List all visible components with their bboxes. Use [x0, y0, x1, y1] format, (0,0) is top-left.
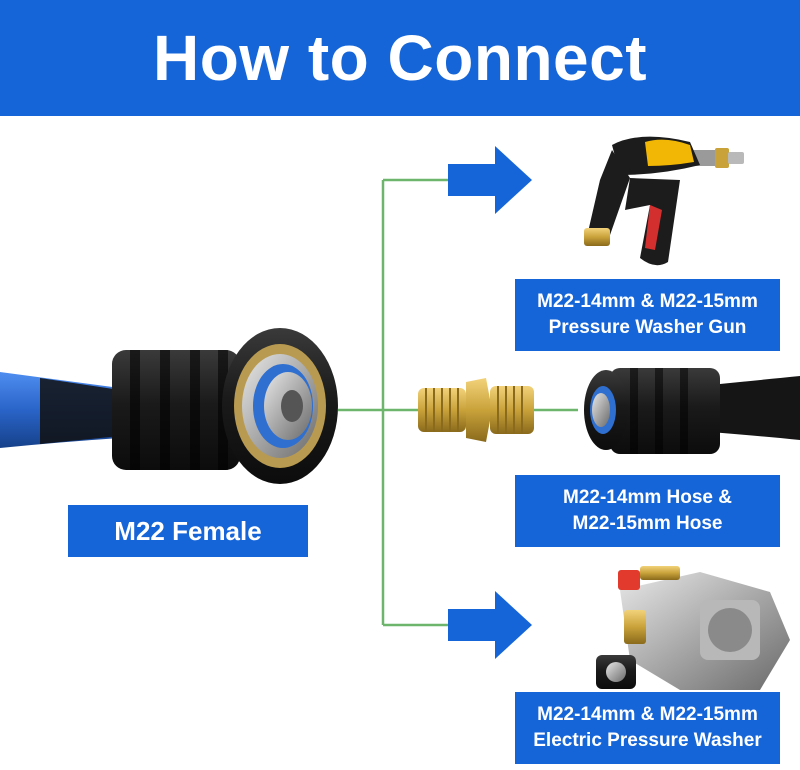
connector-lines	[338, 178, 578, 627]
spray-gun-icon	[584, 136, 744, 266]
washer-label-line2: Electric Pressure Washer	[533, 730, 762, 751]
hose-label: M22-14mm Hose & M22-15mm Hose	[515, 475, 780, 547]
header-banner: How to Connect	[0, 0, 800, 116]
washer-label-line1: M22-14mm & M22-15mm	[537, 704, 758, 725]
hose-label-line2: M22-15mm Hose	[572, 513, 723, 534]
m22-female-text: M22 Female	[114, 515, 262, 546]
pump-icon	[596, 566, 790, 690]
gun-label-line1: M22-14mm & M22-15mm	[537, 291, 758, 312]
hose-end-icon	[584, 368, 800, 454]
arrow-right-icon	[448, 146, 532, 214]
hose-label-line1: M22-14mm Hose &	[563, 487, 732, 508]
page-title: How to Connect	[152, 22, 648, 94]
electric-pressure-washer-label: M22-14mm & M22-15mm Electric Pressure Wa…	[515, 692, 780, 764]
m22-female-label: M22 Female	[68, 505, 308, 557]
gun-label-line2: Pressure Washer Gun	[548, 317, 747, 338]
m22-female-fitting-icon	[0, 328, 338, 484]
arrow-right-icon	[448, 591, 532, 659]
brass-adapter-icon	[418, 378, 534, 442]
pressure-washer-gun-label: M22-14mm & M22-15mm Pressure Washer Gun	[515, 279, 780, 351]
